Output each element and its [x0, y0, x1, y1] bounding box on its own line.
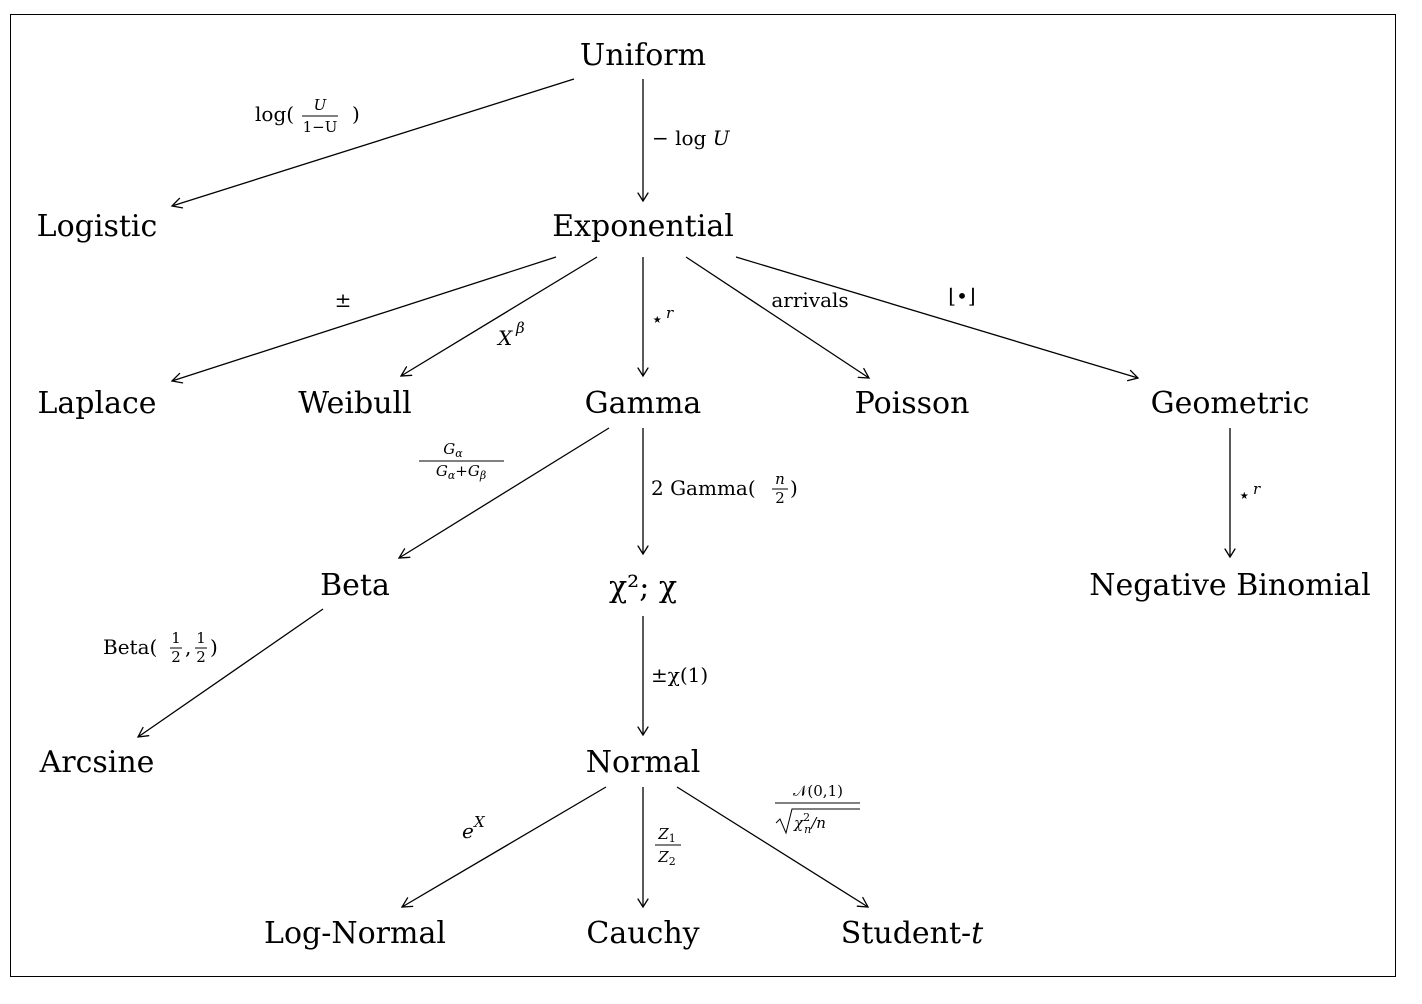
edge-normal-cauchy [637, 787, 649, 909]
svg-text:n: n [775, 470, 785, 488]
edge-normal-log-normal [400, 786, 607, 908]
edge-labels: log( U 1−U ) − log U ± X β ⋆ r arrivals … [103, 96, 1261, 868]
label-two-gamma: 2 Gamma( n 2 ) [651, 470, 798, 507]
node-negative-binomial: Negative Binomial [1089, 568, 1371, 603]
svg-text:2: 2 [775, 489, 785, 507]
svg-text:log(: log( [255, 102, 294, 126]
svg-text:⋆: ⋆ [651, 307, 664, 331]
svg-text:Gα: Gα [443, 440, 463, 460]
svg-text:e: e [462, 819, 474, 843]
label-z-ratio: Z1 Z2 [655, 825, 681, 868]
node-log-normal: Log-Normal [264, 916, 446, 951]
svg-text:Gα+Gβ: Gα+Gβ [436, 462, 486, 482]
node-laplace: Laplace [37, 386, 156, 421]
svg-text:Z1: Z1 [657, 825, 675, 845]
edge-uniform-logistic [170, 78, 575, 209]
edge-exponential-geometric [735, 256, 1140, 382]
svg-text:β: β [515, 319, 525, 337]
label-neg-log-u: − log U [652, 126, 731, 150]
edge-gamma-chi2 [637, 428, 649, 556]
edge-geometric-negative-binomial [1224, 428, 1236, 559]
node-weibull: Weibull [298, 386, 411, 421]
edge-exponential-gamma [637, 257, 649, 378]
edge-beta-arcsine [136, 608, 324, 738]
node-exponential: Exponential [552, 209, 734, 244]
label-beta-half: Beta( 1 2 , 1 2 ) [103, 629, 218, 666]
edge-exponential-laplace [170, 256, 557, 384]
svg-text:𝒩(0,1): 𝒩(0,1) [793, 782, 843, 800]
svg-text:Beta(: Beta( [103, 635, 157, 659]
edge-exponential-weibull [399, 256, 598, 377]
node-student-t: Student-t [841, 916, 984, 951]
svg-text:2: 2 [171, 648, 181, 666]
label-plus-minus: ± [335, 288, 352, 312]
node-normal: Normal [586, 745, 701, 780]
edge-normal-student-t [676, 786, 870, 908]
node-chi2: χ²; χ [609, 570, 677, 605]
label-convolution-power-geometric: ⋆ r [1238, 480, 1261, 507]
label-exp-x: e X [462, 813, 486, 843]
svg-text:⋆: ⋆ [1238, 483, 1251, 507]
svg-text:1−U: 1−U [303, 118, 338, 136]
node-beta: Beta [320, 568, 390, 603]
svg-text:1: 1 [171, 629, 181, 647]
svg-text:): ) [352, 102, 360, 126]
svg-text:r: r [1253, 480, 1261, 498]
nodes: Uniform Logistic Exponential Laplace Wei… [37, 38, 1371, 951]
svg-text:): ) [790, 476, 798, 500]
edge-gamma-beta [397, 427, 610, 559]
svg-text:1: 1 [196, 629, 206, 647]
label-x-beta: X β [496, 319, 525, 350]
label-log-odds: log( U 1−U ) [255, 96, 360, 136]
node-uniform: Uniform [580, 38, 706, 73]
svg-text:X: X [496, 326, 513, 350]
label-arrivals: arrivals [771, 288, 848, 312]
node-poisson: Poisson [855, 386, 970, 421]
edge-chi2-normal [637, 616, 649, 737]
edge-uniform-exponential [637, 79, 649, 203]
node-arcsine: Arcsine [39, 745, 155, 780]
node-logistic: Logistic [37, 209, 158, 244]
node-geometric: Geometric [1151, 386, 1310, 421]
label-beta-ratio: Gα Gα+Gβ [419, 440, 504, 482]
edges [136, 78, 1236, 909]
svg-text:X: X [473, 813, 486, 831]
label-convolution-power: ⋆ r [651, 304, 674, 331]
svg-text:2: 2 [196, 648, 206, 666]
svg-text:): ) [210, 635, 218, 659]
svg-text:,: , [185, 635, 191, 659]
edge-exponential-poisson [685, 256, 871, 379]
label-pm-chi: ±χ(1) [651, 663, 708, 687]
svg-text:2 Gamma(: 2 Gamma( [651, 476, 756, 500]
svg-text:Z2: Z2 [657, 848, 675, 868]
diagram-frame [10, 14, 1396, 977]
node-gamma: Gamma [585, 386, 702, 421]
node-cauchy: Cauchy [586, 916, 699, 951]
label-floor: ⌊•⌋ [948, 284, 975, 308]
svg-text:r: r [666, 304, 674, 322]
svg-text:χ2n/n: χ2n/n [793, 811, 826, 836]
svg-text:U: U [314, 96, 328, 114]
